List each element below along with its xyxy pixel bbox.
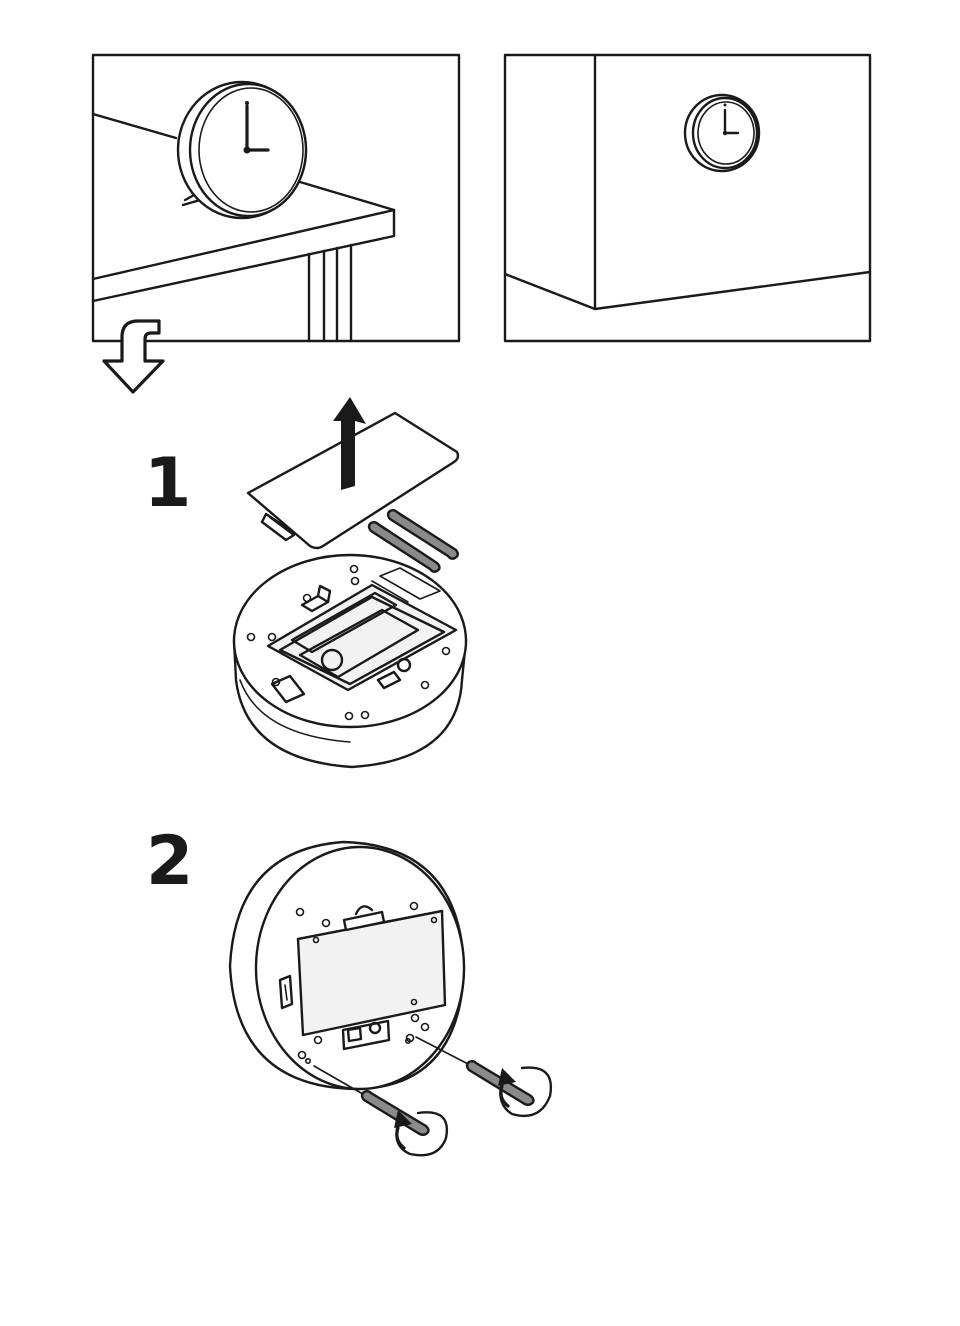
table (91, 112, 396, 343)
panel-frame (503, 53, 872, 343)
table-clock (176, 80, 308, 220)
screw-right (386, 509, 459, 560)
step-1-illustration (232, 397, 468, 769)
wall-clock (683, 93, 761, 173)
insertion-guides (313, 1036, 471, 1098)
panel-clock-on-wall (503, 53, 872, 343)
clock-body-back (228, 840, 466, 1091)
wall (503, 53, 872, 311)
panel-frame (91, 53, 461, 343)
step-2-illustration (228, 840, 553, 1157)
panel-clock-on-table (91, 53, 461, 343)
rotate-clockwise-icon (394, 1110, 449, 1157)
clock-body-back (232, 553, 468, 769)
rotate-clockwise-icon (498, 1066, 553, 1118)
up-arrow-icon (333, 397, 366, 490)
step-number-2: 2 (146, 822, 193, 901)
hollow-down-arrow-icon (102, 319, 165, 394)
step-number-1: 1 (144, 444, 191, 523)
screw-left (367, 521, 441, 573)
